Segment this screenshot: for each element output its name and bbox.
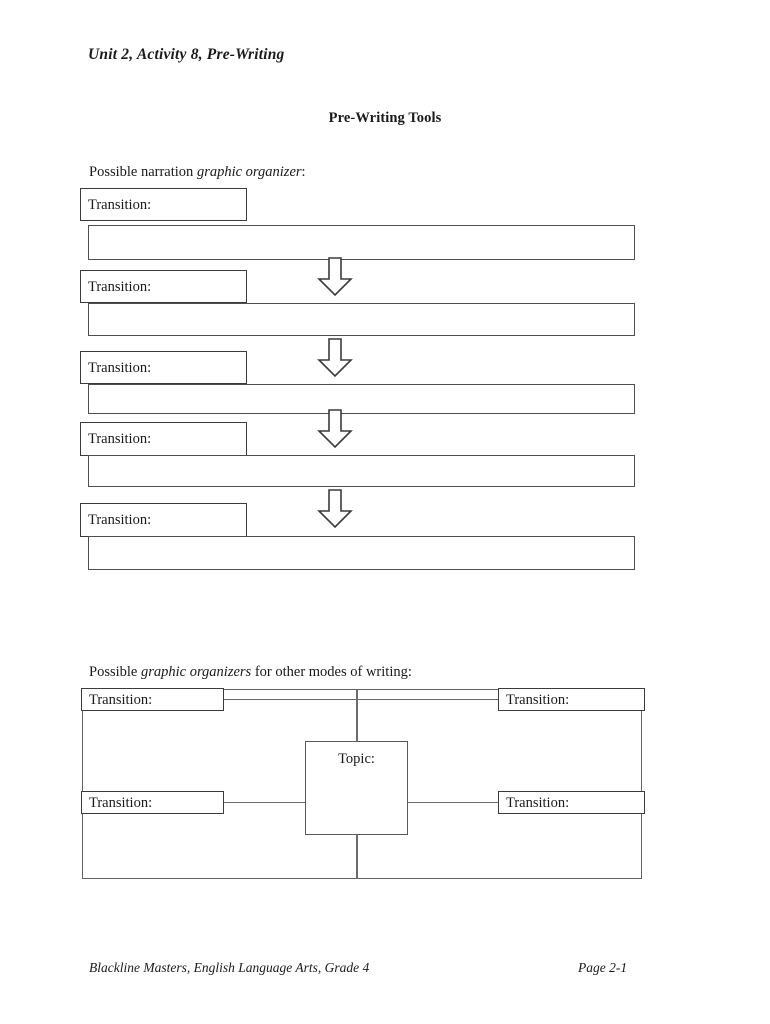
narration-label-prefix: Possible narration: [89, 164, 197, 180]
block-arrow-down-icon-4: [317, 489, 353, 529]
footer-left-text: Blackline Masters, English Language Arts…: [89, 960, 370, 975]
web-label-suffix: for other modes of writing:: [251, 664, 412, 680]
narration-transition-box-5[interactable]: Transition:: [80, 503, 247, 537]
transition-label: Transition:: [88, 196, 152, 213]
block-arrow-down-icon-3: [317, 409, 353, 449]
topic-label: Topic:: [338, 751, 375, 767]
web-transition-box-bottom-right[interactable]: Transition:: [498, 791, 645, 814]
connector-center-bottom: [356, 834, 358, 879]
connector-bottom-right: [356, 802, 499, 804]
transition-label: Transition:: [88, 511, 152, 528]
narration-label-italic: graphic organizer: [196, 164, 302, 180]
narration-section-label: Possible narration graphic organizer:: [89, 164, 306, 181]
transition-label: Transition:: [88, 359, 152, 376]
connector-top-right: [356, 699, 499, 701]
web-transition-box-bottom-left[interactable]: Transition:: [81, 791, 224, 814]
web-transition-box-top-right[interactable]: Transition:: [498, 688, 645, 711]
topic-box[interactable]: Topic:: [305, 741, 408, 835]
block-arrow-down-icon-2: [317, 338, 353, 378]
block-arrow-down-icon-1: [317, 257, 353, 297]
transition-label: Transition:: [88, 430, 152, 447]
transition-label: Transition:: [506, 794, 570, 811]
narration-label-suffix: :: [301, 164, 306, 180]
document-header: Unit 2, Activity 8, Pre-Writing: [88, 46, 285, 63]
page-title: Pre-Writing Tools: [328, 110, 442, 126]
web-label-italic: graphic organizers: [140, 664, 252, 680]
connector-top-left: [224, 699, 357, 701]
narration-transition-box-3[interactable]: Transition:: [80, 351, 247, 384]
web-section-label: Possible graphic organizers for other mo…: [89, 664, 412, 681]
narration-transition-box-4[interactable]: Transition:: [80, 422, 247, 456]
web-transition-box-top-left[interactable]: Transition:: [81, 688, 224, 711]
narration-content-box-3[interactable]: [88, 384, 635, 414]
narration-transition-box-1[interactable]: Transition:: [80, 188, 247, 221]
web-label-prefix: Possible: [89, 664, 141, 680]
connector-center-top: [356, 690, 358, 743]
narration-content-box-2[interactable]: [88, 303, 635, 336]
transition-label: Transition:: [506, 691, 570, 708]
transition-label: Transition:: [88, 278, 152, 295]
footer-page-number: Page 2-1: [578, 960, 628, 975]
connector-bottom-left: [224, 802, 357, 804]
transition-label: Transition:: [89, 794, 153, 811]
narration-content-box-4[interactable]: [88, 455, 635, 487]
transition-label: Transition:: [89, 691, 153, 708]
narration-transition-box-2[interactable]: Transition:: [80, 270, 247, 303]
narration-content-box-1[interactable]: [88, 225, 635, 260]
narration-content-box-5[interactable]: [88, 536, 635, 570]
